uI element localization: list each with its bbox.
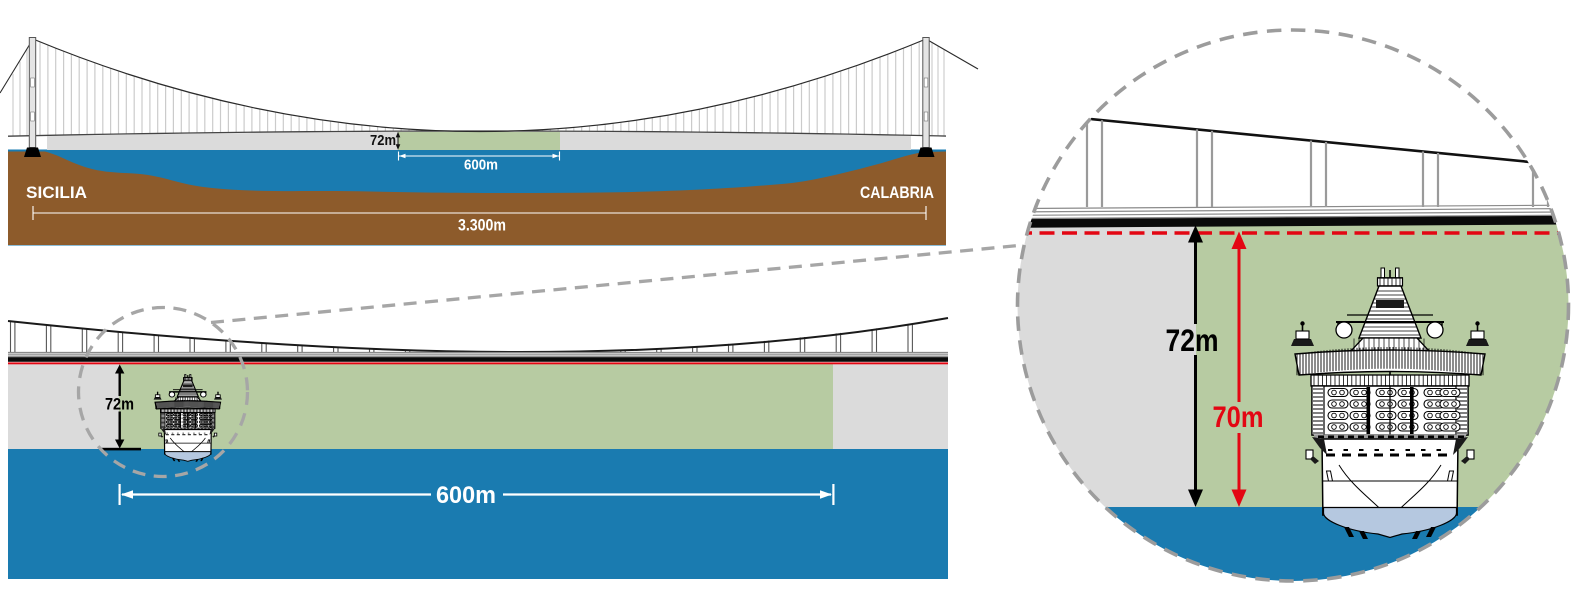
svg-text:3.300m: 3.300m xyxy=(458,216,506,235)
svg-text:72m: 72m xyxy=(370,132,396,149)
svg-text:72m: 72m xyxy=(105,396,134,414)
svg-text:600m: 600m xyxy=(464,157,498,174)
svg-text:72m: 72m xyxy=(1166,322,1219,358)
svg-text:600m: 600m xyxy=(436,482,496,509)
svg-text:SICILIA: SICILIA xyxy=(26,183,87,202)
svg-text:CALABRIA: CALABRIA xyxy=(860,183,934,202)
svg-text:70m: 70m xyxy=(1213,401,1264,434)
